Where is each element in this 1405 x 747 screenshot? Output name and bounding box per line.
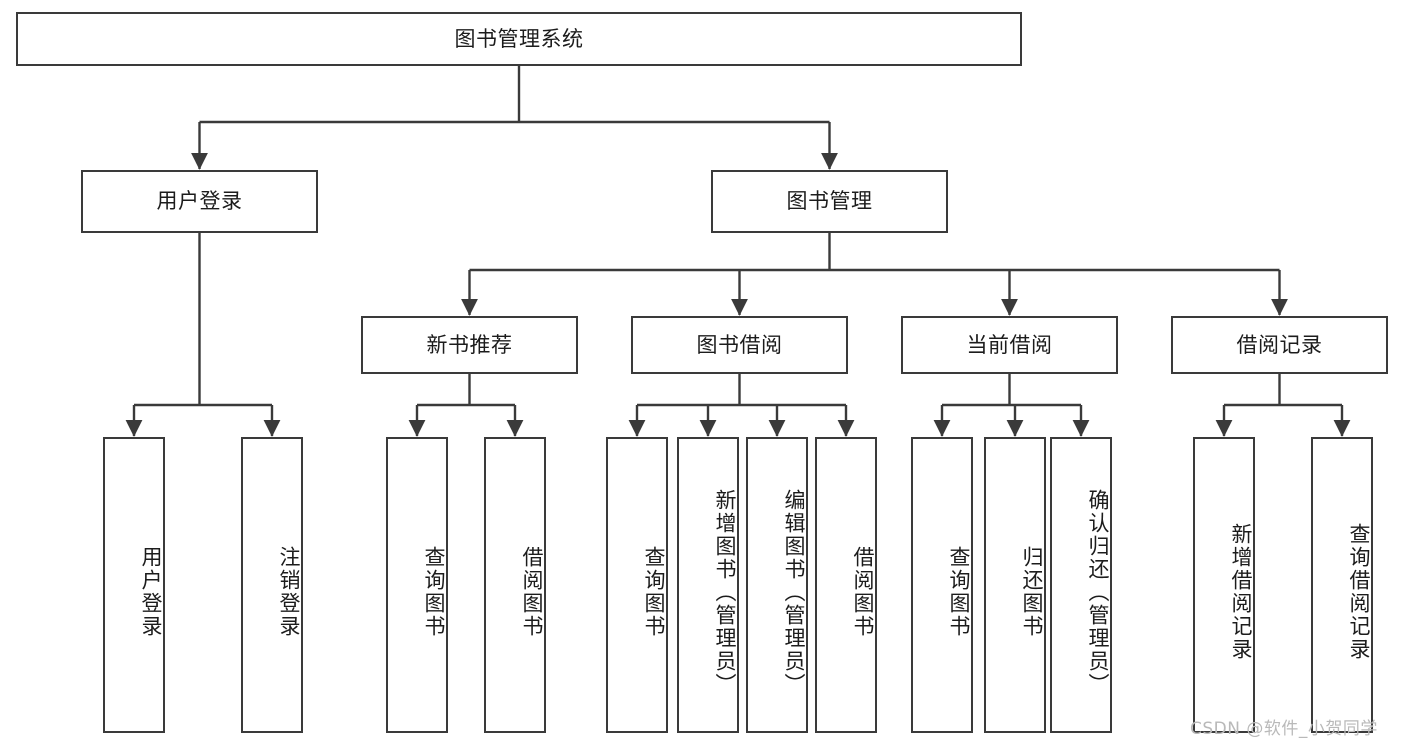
node-leaf-cb-confirm[interactable]: 确认归还（管理员） [1050,437,1112,733]
node-label: 新增图书（管理员） [713,488,737,696]
node-leaf-logout[interactable]: 注销登录 [241,437,303,733]
node-leaf-user-login[interactable]: 用户登录 [103,437,165,733]
node-label: 用户登录 [156,189,243,214]
node-leaf-bb-edit[interactable]: 编辑图书（管理员） [746,437,808,733]
node-label: 图书管理系统 [454,26,584,51]
node-leaf-bb-add[interactable]: 新增图书（管理员） [677,437,739,733]
node-leaf-nb-borrow[interactable]: 借阅图书 [484,437,546,733]
node-label: 查询图书 [947,546,971,638]
node-user-login[interactable]: 用户登录 [81,170,318,233]
node-current-borrow[interactable]: 当前借阅 [901,316,1118,374]
node-root[interactable]: 图书管理系统 [16,12,1022,66]
node-leaf-cb-return[interactable]: 归还图书 [984,437,1046,733]
node-label: 新增借阅记录 [1229,523,1253,661]
node-label: 借阅记录 [1236,332,1323,357]
node-label: 归还图书 [1020,546,1044,638]
node-leaf-nb-query[interactable]: 查询图书 [386,437,448,733]
node-label: 新书推荐 [426,332,513,357]
node-label: 确认归还（管理员） [1086,488,1110,696]
node-label: 图书借阅 [696,332,783,357]
node-book-borrow[interactable]: 图书借阅 [631,316,848,374]
node-label: 用户登录 [139,546,163,638]
node-label: 查询借阅记录 [1347,523,1371,661]
node-label: 图书管理 [786,189,873,214]
node-borrow-record[interactable]: 借阅记录 [1171,316,1388,374]
node-leaf-bb-query[interactable]: 查询图书 [606,437,668,733]
node-leaf-br-query[interactable]: 查询借阅记录 [1311,437,1373,733]
node-book-manage[interactable]: 图书管理 [711,170,948,233]
node-leaf-br-add[interactable]: 新增借阅记录 [1193,437,1255,733]
node-label: 查询图书 [642,546,666,638]
node-label: 借阅图书 [520,546,544,638]
node-leaf-cb-query[interactable]: 查询图书 [911,437,973,733]
node-label: 注销登录 [277,546,301,638]
node-leaf-bb-borrow[interactable]: 借阅图书 [815,437,877,733]
node-label: 借阅图书 [851,546,875,638]
node-label: 编辑图书（管理员） [782,488,806,696]
node-label: 当前借阅 [966,332,1053,357]
node-new-book-rec[interactable]: 新书推荐 [361,316,578,374]
node-label: 查询图书 [422,546,446,638]
